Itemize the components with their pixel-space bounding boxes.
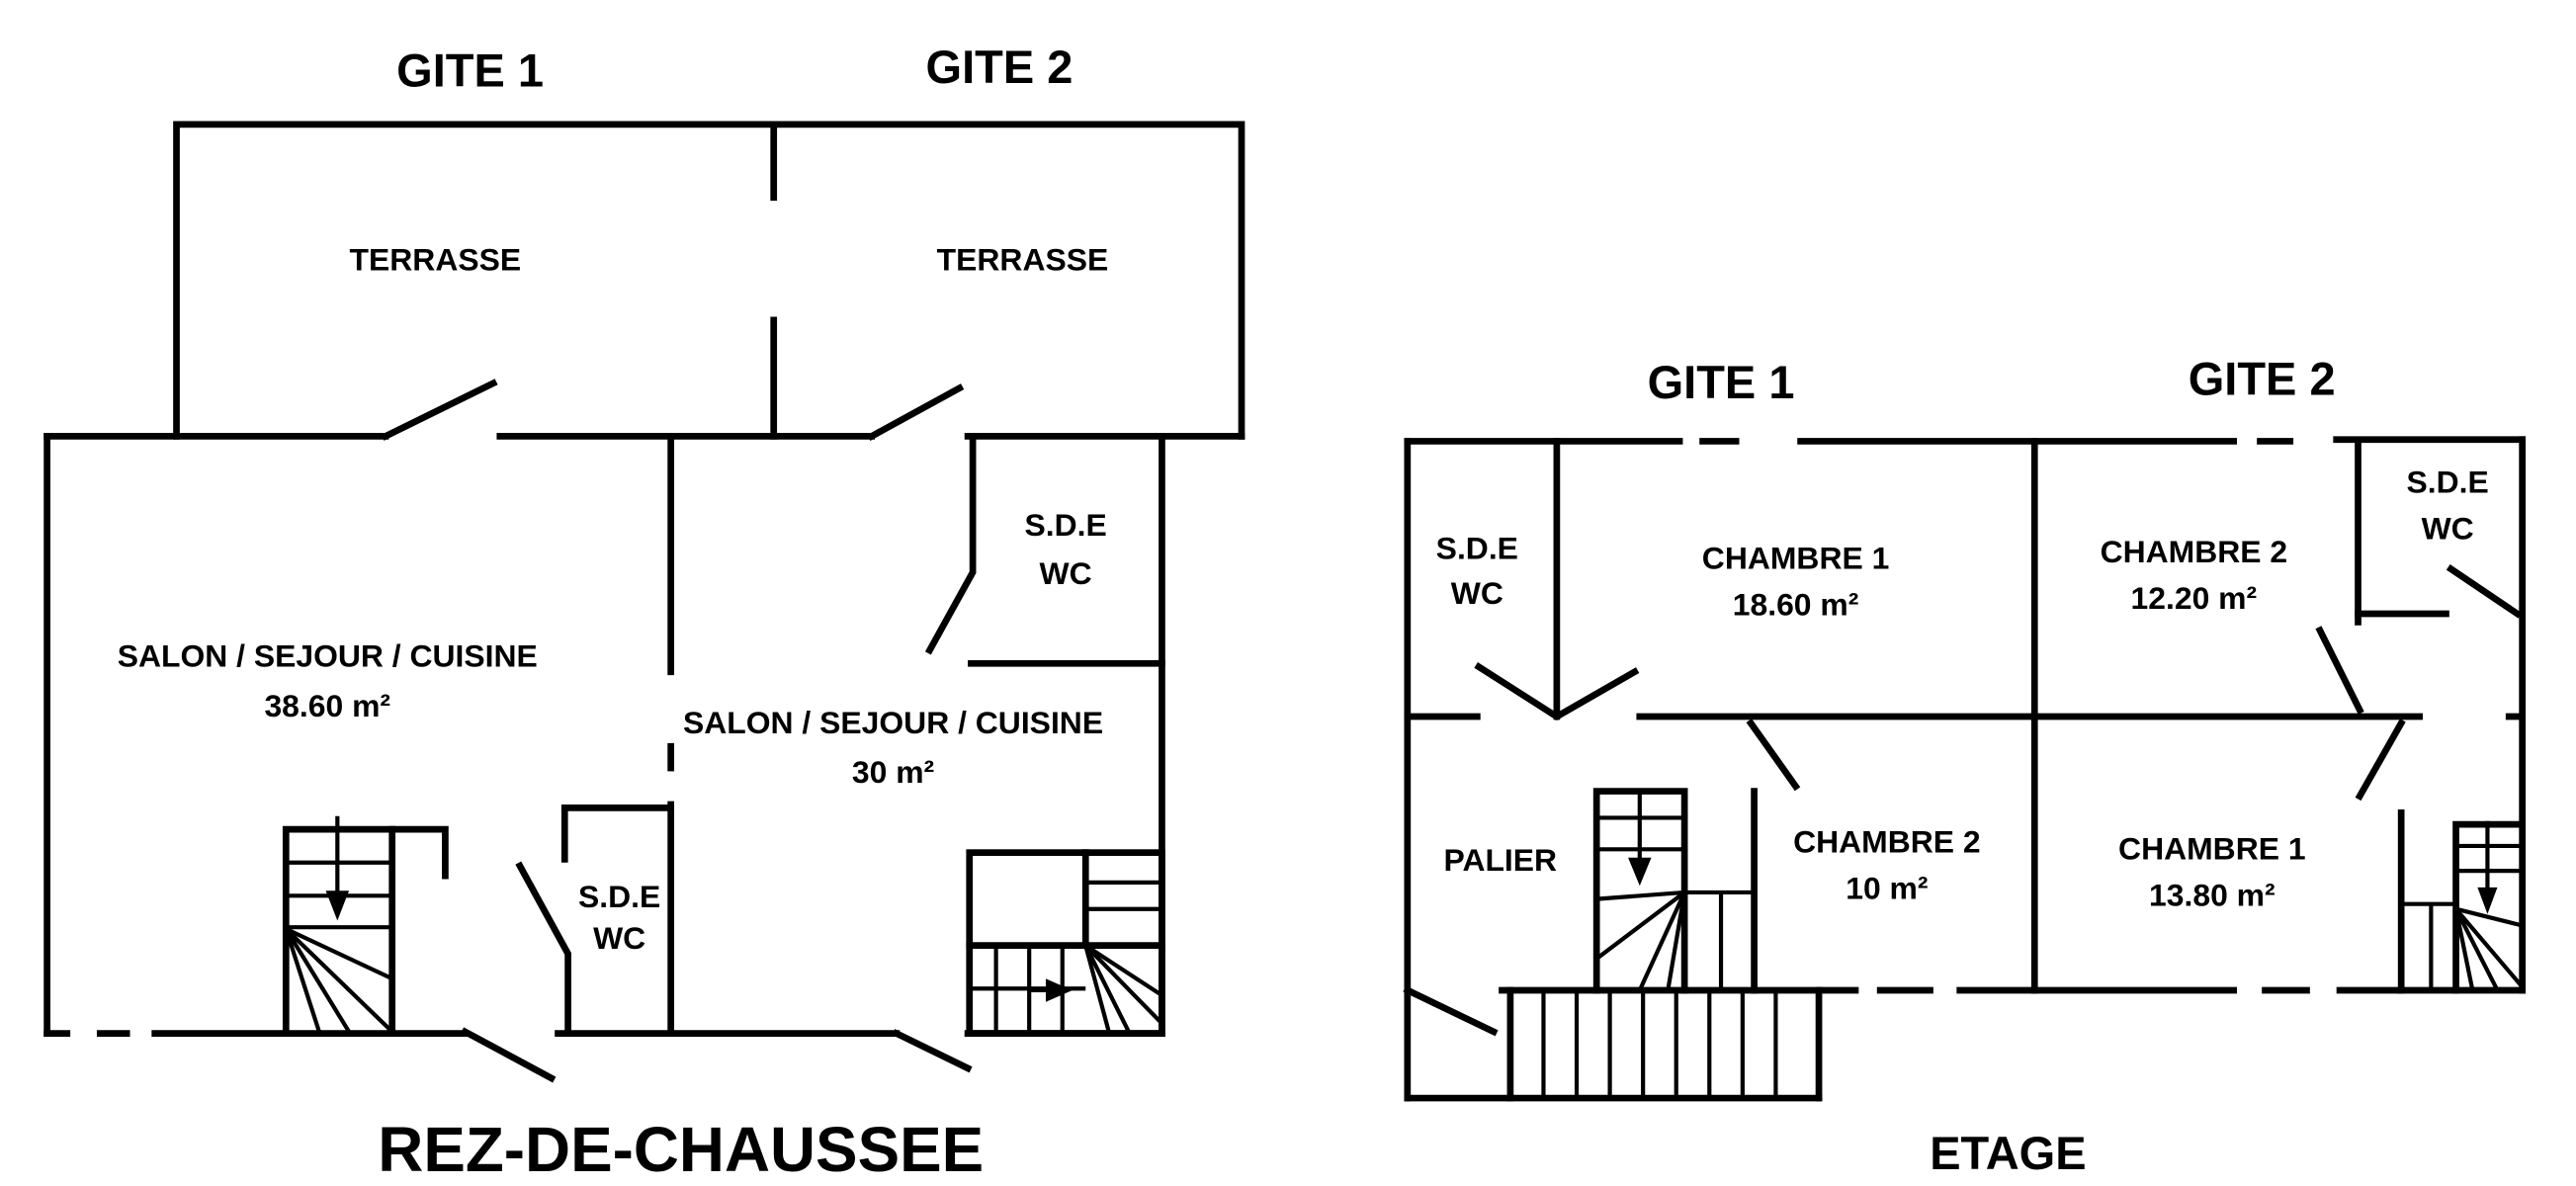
room-name: PALIER — [1444, 842, 1558, 878]
bathroom-door-gite1 — [1474, 662, 1640, 720]
gite1-label: GITE 1 — [396, 43, 544, 96]
staircase-gite2 — [2397, 809, 2527, 994]
room-name: CHAMBRE 1 — [1702, 541, 1890, 576]
plan-title: ETAGE — [1930, 1127, 2086, 1179]
room-name: CHAMBRE 1 — [2118, 830, 2306, 866]
room-name: S.D.E — [2407, 464, 2489, 499]
entry-door-gite2 — [892, 1029, 973, 1073]
upper-floor-plan: GITE 1 GITE 2 — [1403, 352, 2527, 1179]
room-name: CHAMBRE 2 — [2101, 534, 2288, 569]
room-name: S.D.E — [1436, 531, 1518, 566]
arrow-right-icon — [1045, 978, 1073, 1002]
room-name: S.D.E — [578, 879, 660, 914]
room-name: SALON / SEJOUR / CUISINE — [683, 705, 1103, 740]
room-area: 38.60 m² — [264, 688, 390, 723]
terrace-door-gite1 — [381, 379, 498, 441]
arrow-down-icon — [325, 890, 350, 921]
room-area: 10 m² — [1846, 871, 1928, 906]
terrace-label: TERRASSE — [350, 242, 522, 278]
room-area: 30 m² — [852, 754, 934, 790]
plan-title: REZ-DE-CHAUSSEE — [378, 1114, 984, 1185]
room-area: 13.80 m² — [2149, 877, 2275, 912]
room-name: SALON / SEJOUR / CUISINE — [118, 638, 538, 674]
gite2-label: GITE 2 — [926, 41, 1073, 93]
room-name: WC — [2422, 510, 2474, 546]
outdoor-staircase — [1506, 986, 1778, 1102]
entry-door-gite1 — [461, 1027, 557, 1083]
arrow-down-icon — [1628, 857, 1652, 887]
staircase-gite2 — [966, 849, 1165, 1037]
room-name: CHAMBRE 2 — [1793, 824, 1981, 860]
walls — [1403, 436, 2527, 1102]
arrow-down-icon — [2477, 887, 2498, 914]
staircase-gite1 — [1592, 788, 1758, 994]
ground-floor-plan: GITE 1 GITE 2 — [43, 41, 1245, 1185]
room-area: 18.60 m² — [1733, 587, 1859, 623]
room-name: WC — [1451, 575, 1503, 611]
room-name: S.D.E — [1024, 507, 1106, 543]
room-name: WC — [593, 920, 645, 956]
room-name: WC — [1040, 555, 1092, 591]
staircase-gite1 — [282, 815, 449, 1037]
terrace-door-gite2 — [867, 383, 965, 441]
terrace-label: TERRASSE — [937, 242, 1109, 278]
gite2-label: GITE 2 — [2189, 352, 2336, 404]
gite1-label: GITE 1 — [1648, 356, 1795, 408]
room-area: 12.20 m² — [2131, 580, 2258, 616]
